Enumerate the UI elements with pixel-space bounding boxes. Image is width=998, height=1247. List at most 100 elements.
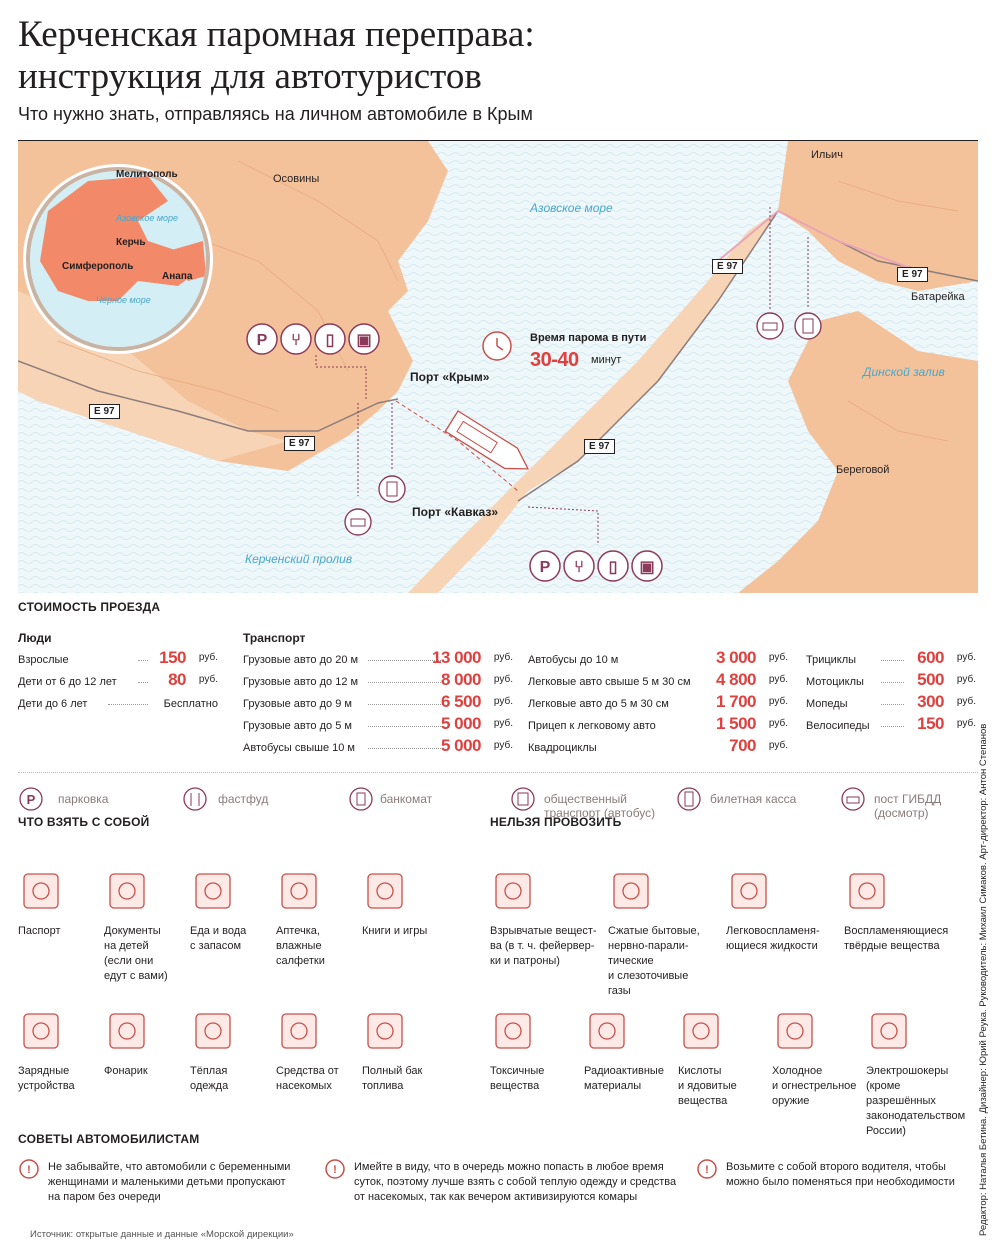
legend-fastfood: фастфуд [218, 792, 269, 806]
fare-value: 3 000 [715, 648, 757, 667]
warning-icon: ! [18, 1158, 40, 1185]
ticket-office-icon [378, 475, 406, 503]
label-line: ющиеся жидкости [726, 940, 818, 952]
label-line: Легковоспламеня- [726, 925, 820, 937]
svg-text:P: P [27, 792, 36, 807]
label-line: Документы [104, 925, 161, 937]
icon-item: Фонарик [104, 1008, 184, 1079]
currency: руб. [768, 740, 788, 751]
fare-label: Автобусы свыше 10 м [243, 742, 355, 754]
leader-dots [138, 660, 148, 661]
inset-map [23, 164, 213, 354]
fare-label: Квадроциклы [528, 742, 597, 754]
fare-label: Грузовые авто до 9 м [243, 698, 352, 710]
currency: руб. [768, 652, 788, 663]
label-line: Тёплая [190, 1065, 228, 1077]
radioactive-icon [584, 1008, 684, 1054]
people-title: Люди [18, 631, 52, 645]
fare-label: Автобусы до 10 м [528, 654, 619, 666]
svg-text:!: ! [27, 1164, 31, 1176]
toxic-icon [490, 1008, 590, 1054]
taman-south-land [738, 311, 978, 593]
fare-label: Мопеды [806, 698, 848, 710]
passport-icon [18, 868, 98, 914]
leader-dots [108, 704, 148, 705]
flammable-solids-icon [844, 868, 956, 914]
label-line: Радиоактивные [584, 1065, 664, 1077]
label-line: Еда и вода [190, 925, 247, 937]
leader-dots [368, 726, 443, 727]
books-games-icon [362, 868, 442, 914]
fuel-icon [362, 1008, 442, 1054]
svg-text:P: P [257, 332, 268, 349]
jacket-icon [190, 1008, 270, 1054]
atm-icon [349, 787, 373, 811]
svg-text:▯: ▯ [326, 332, 335, 349]
leader-dots [881, 726, 904, 727]
fare-value: 13 000 [432, 648, 482, 667]
fares-title: СТОИМОСТЬ ПРОЕЗДА [18, 600, 161, 614]
tips-title: СОВЕТЫ АВТОМОБИЛИСТАМ [18, 1132, 200, 1146]
warning-icon: ! [324, 1158, 346, 1185]
label-line: ва (в т. ч. фейервер- [490, 940, 595, 952]
fare-value: 80 [168, 670, 186, 689]
item-label: Взрывчатые вещест-ва (в т. ч. фейервер-к… [490, 924, 602, 969]
label-line: Паспорт [18, 925, 61, 937]
svg-text:!: ! [705, 1164, 709, 1176]
fastfood-icon [563, 550, 595, 582]
fare-label: Грузовые авто до 20 м [243, 654, 359, 666]
currency: руб. [198, 652, 218, 663]
currency: руб. [493, 740, 513, 751]
label-line: вещества [490, 1080, 540, 1092]
flashlight-icon [104, 1008, 184, 1054]
legend-bus-1: общественный [544, 792, 627, 806]
fare-row: Автобусы до 10 м 3 000 руб. [528, 648, 788, 668]
inset-anapa: Анапа [162, 271, 193, 282]
svg-text:▣: ▣ [356, 332, 371, 349]
poi-icons: P⑂▯▣ [246, 323, 380, 355]
label-line: одежда [190, 1080, 229, 1092]
road-label-e97: E 97 [584, 439, 615, 454]
bus-icon [631, 550, 663, 582]
taman-land [778, 141, 978, 291]
currency: руб. [493, 674, 513, 685]
item-label: Токсичные вещества [490, 1064, 590, 1094]
fare-value: 150 [159, 648, 186, 667]
item-label: Книги и игры [362, 924, 442, 939]
ferry-route [395, 400, 519, 492]
fare-value: 600 [917, 648, 944, 667]
label-line: Токсичные [490, 1065, 545, 1077]
flammable-liquids-icon [726, 868, 838, 914]
poi-icons: P⑂▯▣ [529, 550, 663, 582]
fare-label: Дети до 6 лет [18, 698, 88, 710]
svg-text:▣: ▣ [639, 559, 654, 576]
tip-line: на паром без очереди [48, 1191, 161, 1203]
icon-item: Тёплая одежда [190, 1008, 270, 1094]
atm-icon [314, 323, 346, 355]
poi-group-kavkaz: P⑂▯▣ [529, 548, 669, 589]
label-line: и ядовитые [678, 1080, 737, 1092]
label-line: Полный бак [362, 1065, 423, 1077]
ferry-time-label: Время парома в пути [530, 332, 647, 344]
parking-icon [529, 550, 561, 582]
label-line: и слезоточивые [608, 970, 689, 982]
fare-label: Велосипеды [806, 720, 870, 732]
label-line: Книги и игры [362, 925, 428, 937]
tip-line: Возьмите с собой второго водителя, чтобы [726, 1161, 946, 1173]
inset-simferopol: Симферополь [62, 261, 134, 272]
